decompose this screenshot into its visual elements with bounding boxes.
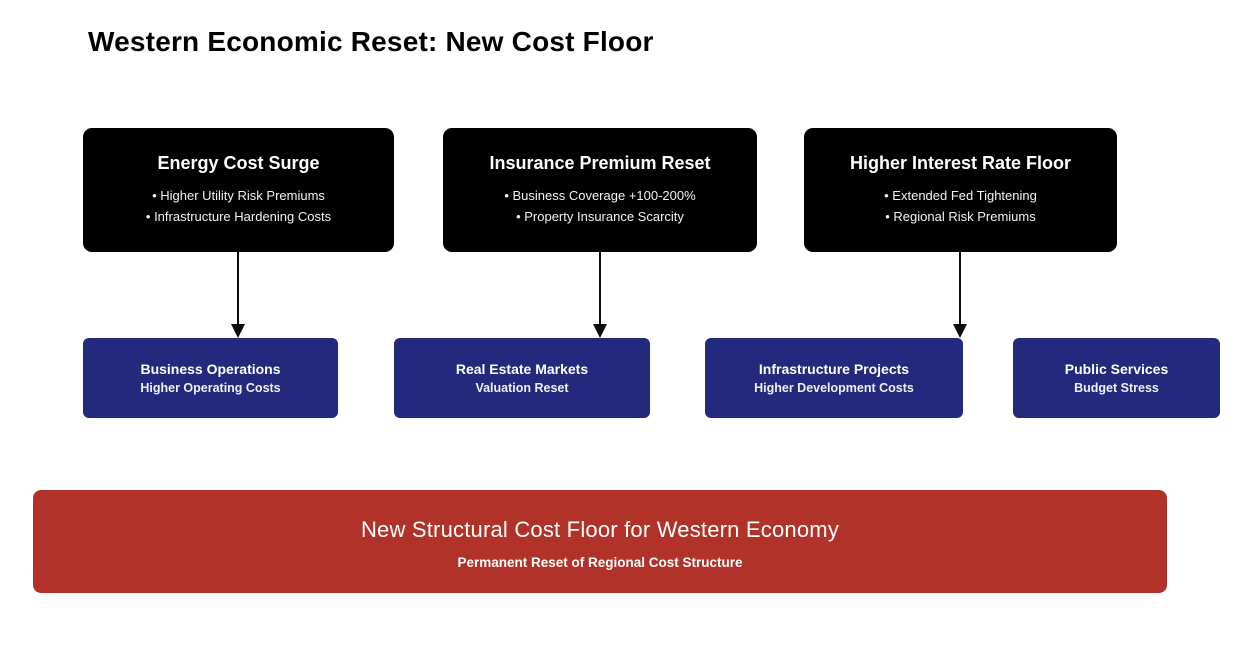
impact-box-public-services: Public Services Budget Stress — [1013, 338, 1220, 418]
driver-bullet: • Extended Fed Tightening — [884, 188, 1037, 203]
driver-box-insurance-premium-reset: Insurance Premium Reset • Business Cover… — [443, 128, 757, 252]
driver-box-title: Higher Interest Rate Floor — [849, 153, 1072, 173]
impact-box-infrastructure-projects: Infrastructure Projects Higher Developme… — [705, 338, 963, 418]
driver-bullet: • Regional Risk Premiums — [885, 209, 1036, 224]
driver-bullet: • Higher Utility Risk Premiums — [152, 188, 325, 203]
driver-box-title: Energy Cost Surge — [157, 153, 320, 173]
driver-box-energy-cost-surge: Energy Cost Surge • Higher Utility Risk … — [83, 128, 394, 252]
driver-box-title: Insurance Premium Reset — [489, 153, 711, 173]
arrow-shaft — [599, 252, 601, 324]
arrow-head — [593, 324, 607, 338]
driver-bullet: • Business Coverage +100-200% — [504, 188, 696, 203]
impact-box-business-operations: Business Operations Higher Operating Cos… — [83, 338, 338, 418]
impact-box-subtitle: Valuation Reset — [475, 381, 569, 395]
driver-bullet: • Infrastructure Hardening Costs — [145, 209, 332, 224]
impact-box-title: Business Operations — [140, 361, 281, 377]
diagram-title: Western Economic Reset: New Cost Floor — [88, 26, 654, 57]
summary-banner: New Structural Cost Floor for Western Ec… — [33, 490, 1167, 593]
summary-banner-subtitle: Permanent Reset of Regional Cost Structu… — [457, 555, 743, 570]
flow-arrow-down-icon — [231, 252, 245, 338]
driver-bullet: • Property Insurance Scarcity — [516, 209, 684, 224]
impact-box-subtitle: Budget Stress — [1074, 381, 1159, 395]
flow-arrow-down-icon — [593, 252, 607, 338]
impact-box-real-estate-markets: Real Estate Markets Valuation Reset — [394, 338, 650, 418]
impact-box-title: Public Services — [1064, 361, 1169, 377]
arrow-shaft — [237, 252, 239, 324]
impact-box-subtitle: Higher Development Costs — [754, 381, 914, 395]
impact-box-subtitle: Higher Operating Costs — [140, 381, 281, 395]
flow-arrow-down-icon — [953, 252, 967, 338]
summary-banner-title: New Structural Cost Floor for Western Ec… — [360, 517, 840, 542]
driver-box-higher-interest-rate-floor: Higher Interest Rate Floor • Extended Fe… — [804, 128, 1117, 252]
impact-box-title: Infrastructure Projects — [758, 361, 910, 377]
impact-box-title: Real Estate Markets — [455, 361, 589, 377]
arrow-head — [953, 324, 967, 338]
arrow-shaft — [959, 252, 961, 324]
arrow-head — [231, 324, 245, 338]
